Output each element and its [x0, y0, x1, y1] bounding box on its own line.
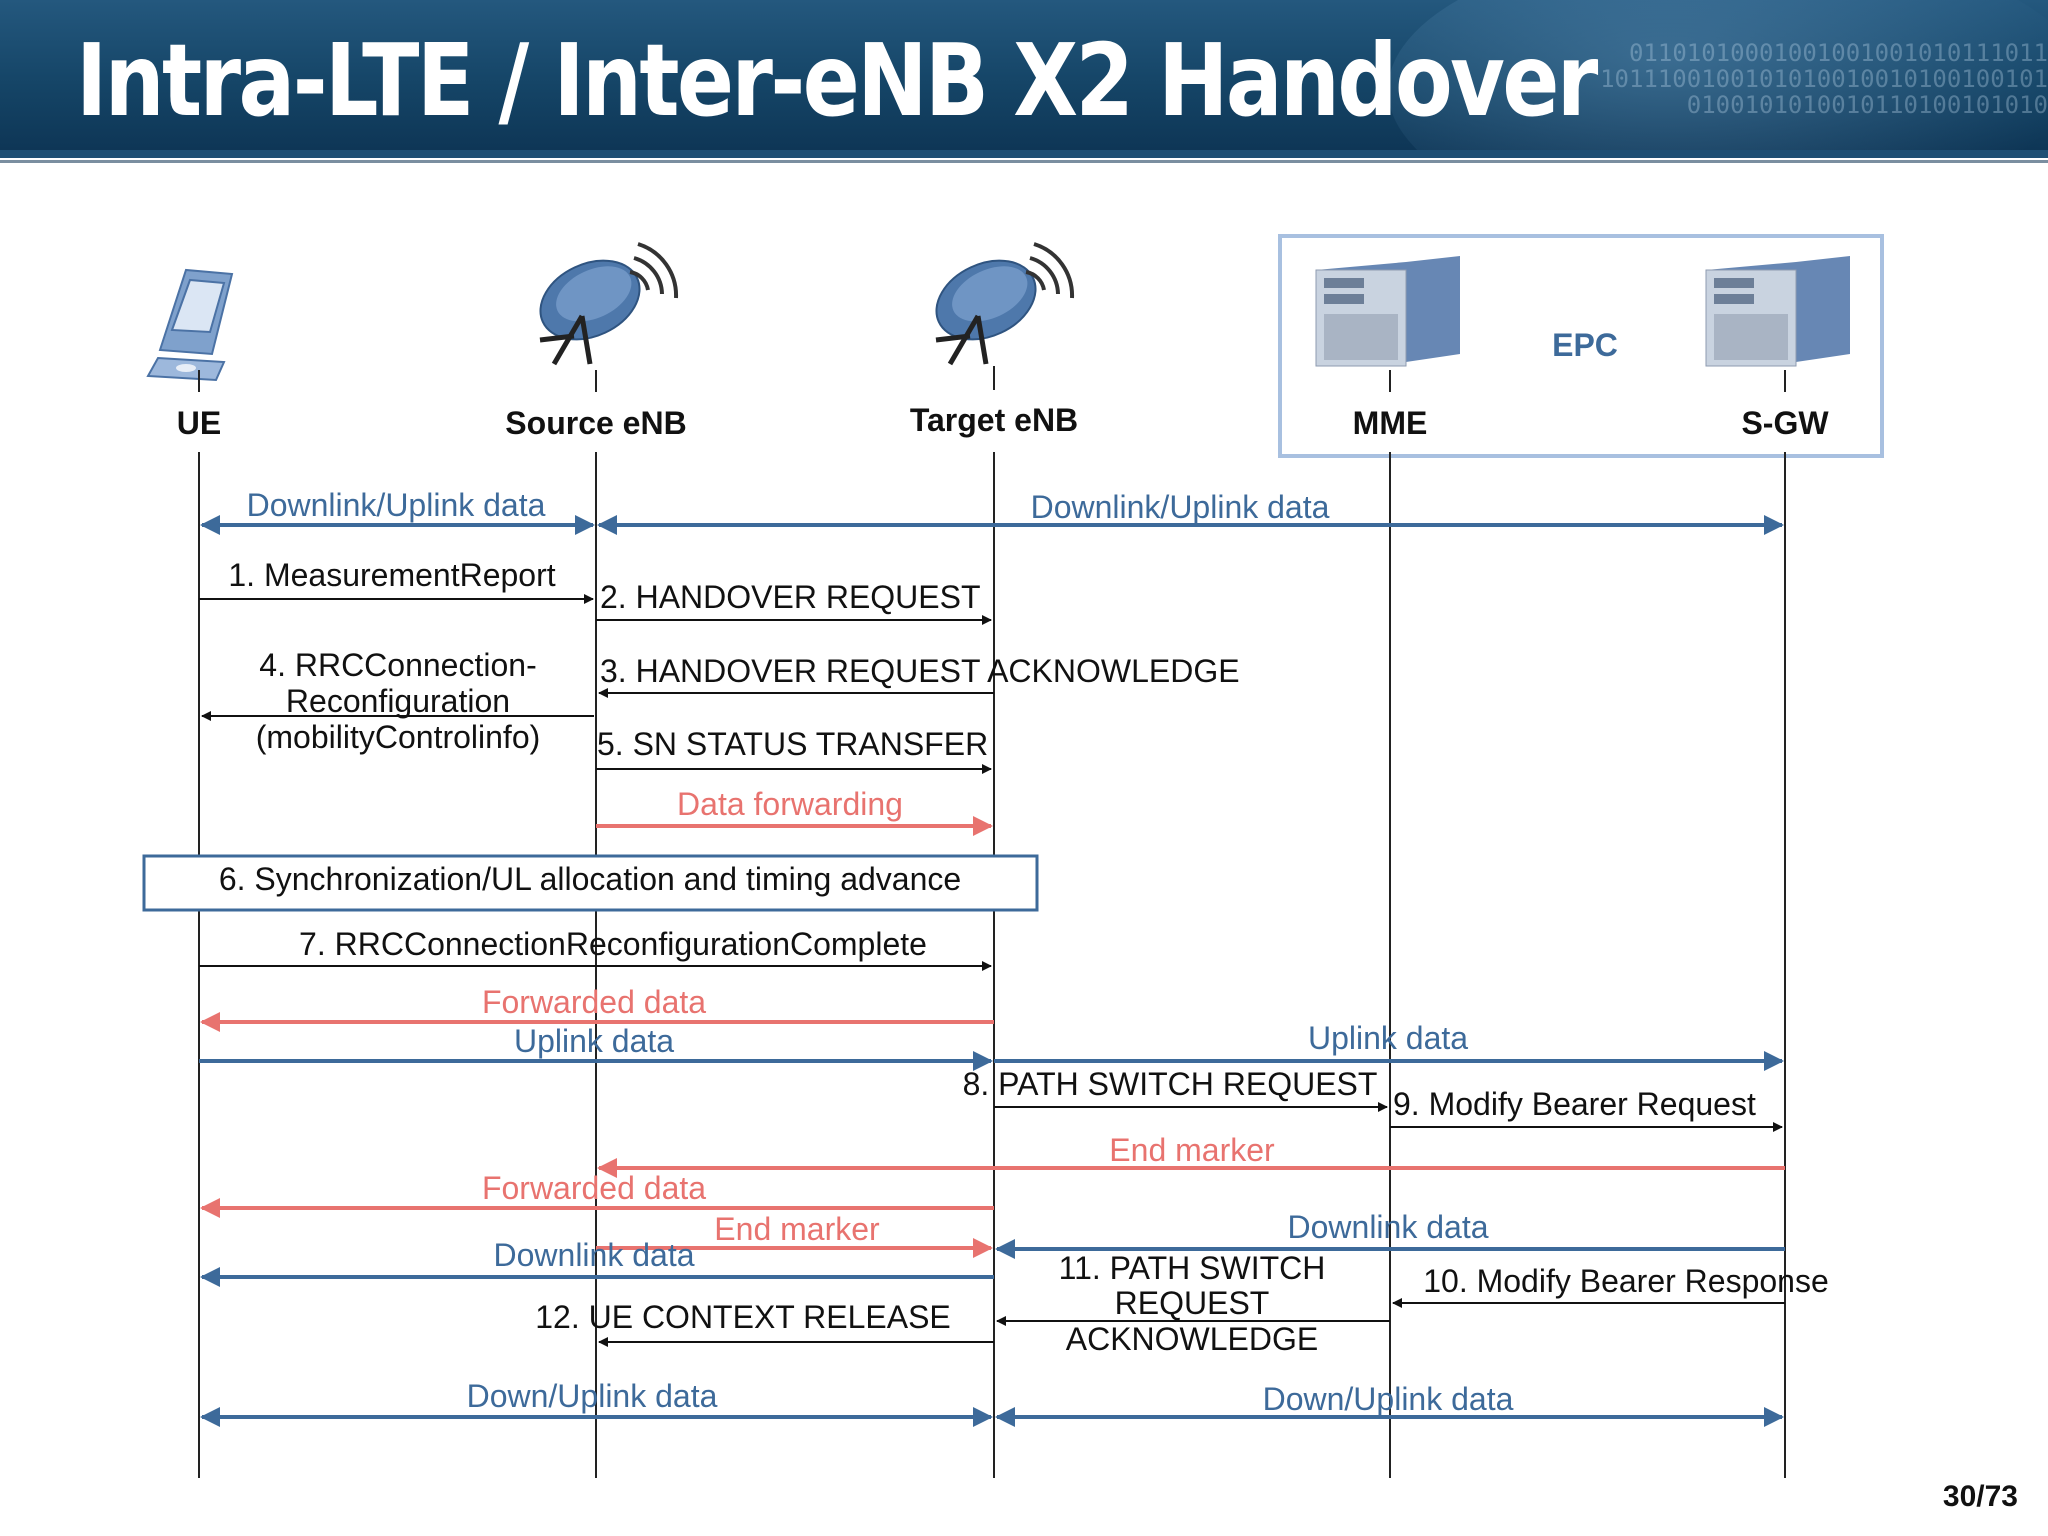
message-label: 8. PATH SWITCH REQUEST	[963, 1066, 1378, 1102]
message-label: 3. HANDOVER REQUEST ACKNOWLEDGE	[600, 653, 1240, 689]
message-label: Downlink data	[494, 1237, 695, 1273]
mobile-phone-icon	[146, 268, 234, 382]
message-label: 9. Modify Bearer Request	[1393, 1086, 1756, 1122]
message-label: 2. HANDOVER REQUEST	[600, 579, 981, 615]
icon-ticks	[198, 366, 1786, 392]
message-label: Data forwarding	[677, 786, 903, 822]
header-divider	[0, 150, 2048, 158]
entity-label-sgw: S-GW	[1741, 405, 1829, 441]
entity-label-target-enb: Target eNB	[910, 402, 1078, 438]
header-divider-thin	[0, 160, 2048, 163]
message-label: 1. MeasurementReport	[228, 557, 555, 593]
message-label: End marker	[714, 1211, 880, 1247]
message-label: Downlink/Uplink data	[247, 487, 546, 523]
slide-title: Intra-LTE / Inter-eNB X2 Handover	[76, 22, 1598, 139]
message-label: Downlink/Uplink data	[1031, 489, 1330, 525]
message-label: Forwarded data	[482, 1170, 706, 1206]
message-label: Uplink data	[514, 1023, 674, 1059]
message-label: 4. RRCConnection-	[259, 647, 536, 683]
message-label: Reconfiguration	[286, 683, 510, 719]
entity-label-ue: UE	[177, 405, 221, 441]
message-label: 7. RRCConnectionReconfigurationComplete	[299, 926, 927, 962]
globe-graphic	[1388, 0, 2048, 150]
entity-label-source-enb: Source eNB	[505, 405, 686, 441]
message-label: ACKNOWLEDGE	[1066, 1321, 1318, 1357]
satellite-dish-icon	[539, 242, 679, 366]
message-label: End marker	[1109, 1132, 1275, 1168]
satellite-dish-icon	[935, 242, 1075, 366]
page-number: 30/73	[1942, 1480, 2018, 1513]
message-label: Forwarded data	[482, 984, 706, 1020]
message-label: Down/Uplink data	[1263, 1381, 1514, 1417]
message-label: Uplink data	[1308, 1020, 1468, 1056]
epc-group-box	[1278, 234, 1884, 458]
epc-label: EPC	[1552, 327, 1618, 363]
server-icon	[1315, 256, 1460, 367]
message-label: 5. SN STATUS TRANSFER	[597, 726, 988, 762]
message-label: 12. UE CONTEXT RELEASE	[535, 1299, 951, 1335]
message-label: Downlink data	[1288, 1209, 1489, 1245]
synchronization-label: 6. Synchronization/UL allocation and tim…	[219, 861, 961, 897]
message-label: Down/Uplink data	[467, 1378, 718, 1414]
message-label: REQUEST	[1115, 1285, 1270, 1321]
server-icon	[1705, 256, 1850, 367]
message-label: 10. Modify Bearer Response	[1423, 1263, 1829, 1299]
entity-label-mme: MME	[1353, 405, 1428, 441]
synchronization-box	[142, 854, 1039, 912]
message-label: (mobilityControlinfo)	[256, 719, 541, 755]
message-label: 11. PATH SWITCH	[1059, 1250, 1326, 1286]
